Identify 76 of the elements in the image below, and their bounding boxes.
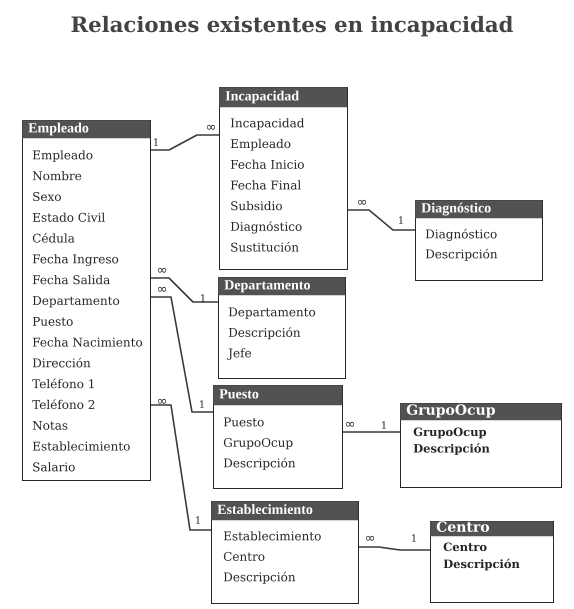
attribute-name: Nombre — [32, 171, 82, 180]
table-box — [415, 200, 543, 281]
attribute-name: Descripción — [228, 327, 300, 340]
attribute-name: Fecha Nacimiento — [32, 337, 142, 347]
attribute-name: Puesto — [224, 418, 264, 426]
attribute-name: Teléfono 1 — [32, 378, 94, 388]
table-box — [218, 277, 346, 379]
cardinality-label: 1 — [382, 421, 386, 429]
attribute-name: Puesto — [32, 316, 73, 326]
attribute-name: Sustitución — [231, 242, 299, 252]
attribute-name: Incapacidad — [230, 118, 304, 130]
cardinality-label: ∞ — [158, 268, 166, 273]
table-header: Incapacidad — [219, 87, 348, 108]
table-header: GrupoOcup — [400, 403, 562, 420]
attribute-name: Descripción — [444, 558, 520, 570]
cardinality-label: 1 — [154, 138, 158, 146]
relationship-line — [348, 209, 415, 231]
cardinality-label: 1 — [412, 534, 416, 542]
attribute-name: Centro — [444, 542, 487, 552]
attribute-name: Descripción — [414, 443, 490, 455]
attribute-name: Descripción — [224, 458, 296, 470]
table-header: Puesto — [213, 385, 342, 406]
attribute-name: Establecimiento — [224, 531, 321, 540]
cardinality-label: ∞ — [158, 398, 166, 404]
relationship-line — [151, 134, 219, 151]
relationship-line — [343, 431, 400, 433]
table-header: Centro — [430, 521, 554, 536]
relationship-line — [151, 404, 211, 531]
attribute-name: Estado Civil — [32, 212, 105, 222]
cardinality-label: ∞ — [158, 286, 166, 292]
cardinality-label: ∞ — [346, 422, 354, 427]
attribute-name: Fecha Salida — [32, 275, 110, 284]
attribute-name: Salario — [33, 462, 75, 472]
attribute-name: Teléfono 2 — [32, 399, 94, 410]
table-box — [213, 385, 343, 489]
attribute-name: Departamento — [228, 308, 316, 319]
attribute-name: Establecimiento — [32, 441, 130, 451]
attribute-name: GrupoOcup — [414, 427, 486, 438]
diagram-title: Relaciones existentes en incapacidad — [72, 16, 513, 36]
cardinality-label: 1 — [399, 216, 403, 224]
attribute-name: Empleado — [230, 138, 290, 150]
attribute-name: Dirección — [32, 358, 90, 368]
attribute-name: Sexo — [33, 192, 61, 202]
attribute-name: Fecha Final — [230, 180, 301, 190]
attribute-name: Centro — [224, 552, 264, 561]
attribute-name: Descripción — [224, 572, 296, 584]
attribute-name: Cédula — [32, 232, 75, 243]
attribute-name: GrupoOcup — [224, 438, 293, 450]
cardinality-label: ∞ — [366, 536, 374, 541]
attribute-name: Fecha Inicio — [230, 160, 304, 169]
table-header: Departamento — [218, 277, 346, 296]
table-header: Diagnóstico — [415, 200, 542, 218]
cardinality-label: ∞ — [358, 200, 366, 205]
table-box — [400, 403, 562, 488]
attribute-name: Diagnóstico — [230, 221, 302, 234]
attribute-name: Notas — [32, 420, 68, 430]
attribute-name: Subsidio — [231, 201, 282, 210]
cardinality-label: 1 — [201, 294, 205, 302]
relationship-line — [359, 546, 430, 551]
relationship-line — [151, 277, 218, 303]
attribute-name: Departamento — [32, 296, 120, 308]
table-box — [211, 501, 359, 604]
table-box — [430, 521, 554, 603]
cardinality-label: 1 — [200, 400, 204, 408]
table-header: Establecimiento — [211, 501, 358, 520]
attribute-name: Descripción — [426, 248, 498, 261]
attribute-name: Jefe — [227, 348, 252, 360]
attribute-name: Empleado — [32, 150, 92, 162]
relationship-line — [151, 296, 213, 413]
table-header: Empleado — [22, 120, 150, 138]
table-box — [22, 120, 151, 481]
cardinality-label: 1 — [196, 516, 200, 524]
attribute-name: Diagnóstico — [426, 228, 497, 241]
attribute-name: Fecha Ingreso — [32, 254, 118, 266]
cardinality-label: ∞ — [206, 124, 216, 130]
table-box — [219, 87, 348, 270]
